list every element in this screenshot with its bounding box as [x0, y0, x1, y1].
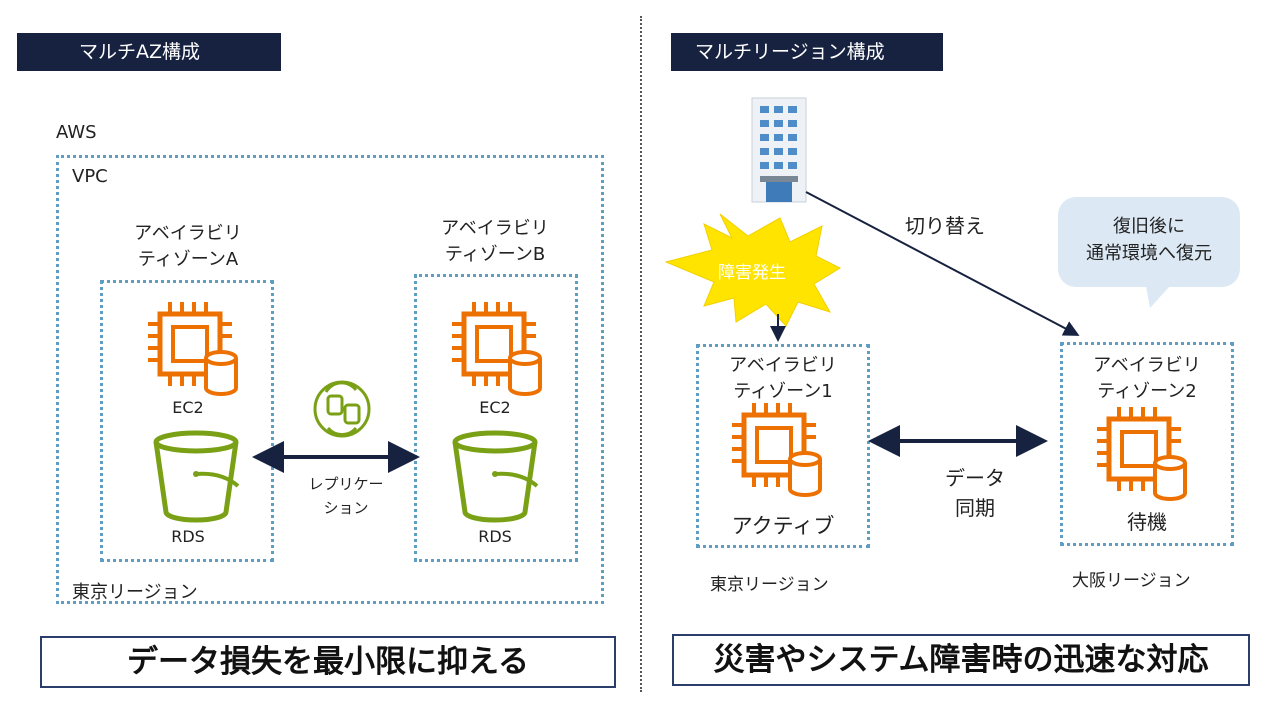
az2-label-line2: ティゾーン2 — [1097, 381, 1197, 402]
restore-bubble-line1: 復旧後に — [1113, 216, 1185, 237]
multi-az-tag-label: マルチAZ構成 — [79, 41, 201, 63]
restore-bubble-line2: 通常環境へ復元 — [1086, 243, 1212, 264]
disaster-label: 障害発生 — [718, 263, 786, 283]
multi-az-tag: マルチAZ構成 — [17, 33, 281, 71]
az-a-box — [100, 280, 274, 562]
multi-region-tag: マルチリージョン構成 — [671, 33, 943, 71]
restore-bubble-tail — [1146, 286, 1170, 308]
az-a-label-line2: ティゾーンA — [137, 249, 239, 270]
az-b-label-line1: アベイラビリ — [441, 218, 549, 239]
osaka-region-label: 大阪リージョン — [1072, 571, 1191, 591]
az1-label-line2: ティゾーン1 — [733, 381, 833, 402]
az-b-box — [414, 274, 578, 562]
restore-bubble: 復旧後に 通常環境へ復元 — [1058, 197, 1240, 287]
aws-label: AWS — [56, 122, 97, 143]
rds-bucket-icon-a — [156, 433, 238, 520]
az2-box — [1060, 342, 1234, 546]
replication-label-line2: ション — [323, 499, 369, 517]
standby-label: 待機 — [1127, 510, 1167, 534]
replication-label-line1: レプリケー — [308, 475, 384, 493]
az1-label-line1: アベイラビリ — [729, 355, 837, 376]
tokyo-region-label: 東京リージョン — [72, 582, 198, 603]
az-b-ec2-label: EC2 — [479, 398, 511, 417]
az2-label-line1: アベイラビリ — [1093, 355, 1201, 376]
az-a-ec2-label: EC2 — [172, 398, 204, 417]
sync-label-line1: データ — [945, 466, 1005, 490]
ec2-icon-b — [452, 302, 540, 394]
ec2-icon-a — [148, 302, 236, 394]
ec2-icon-standby — [1097, 407, 1185, 499]
replication-icon — [313, 380, 371, 438]
right-summary-banner: 災害やシステム障害時の迅速な対応 — [672, 634, 1250, 686]
az-a-label-line1: アベイラビリ — [134, 223, 242, 244]
az-a-rds-label: RDS — [171, 527, 205, 546]
center-divider — [640, 16, 642, 692]
building-icon — [751, 97, 807, 203]
vpc-label: VPC — [72, 166, 108, 187]
az-b-label-line2: ティゾーンB — [444, 244, 546, 265]
az-b-rds-label: RDS — [478, 527, 512, 546]
disaster-burst-shape — [664, 213, 842, 327]
switch-arrow — [805, 191, 1080, 336]
tokyo-region-right-label: 東京リージョン — [710, 575, 829, 595]
rds-bucket-icon-b — [455, 433, 537, 520]
vpc-box — [56, 155, 604, 604]
sync-label-line2: 同期 — [955, 496, 995, 520]
switch-label: 切り替え — [905, 214, 985, 238]
left-summary-banner: データ損失を最小限に抑える — [40, 636, 616, 688]
ec2-icon-active — [732, 403, 820, 495]
multi-region-tag-label: マルチリージョン構成 — [695, 41, 885, 63]
active-label: アクティブ — [731, 514, 835, 538]
